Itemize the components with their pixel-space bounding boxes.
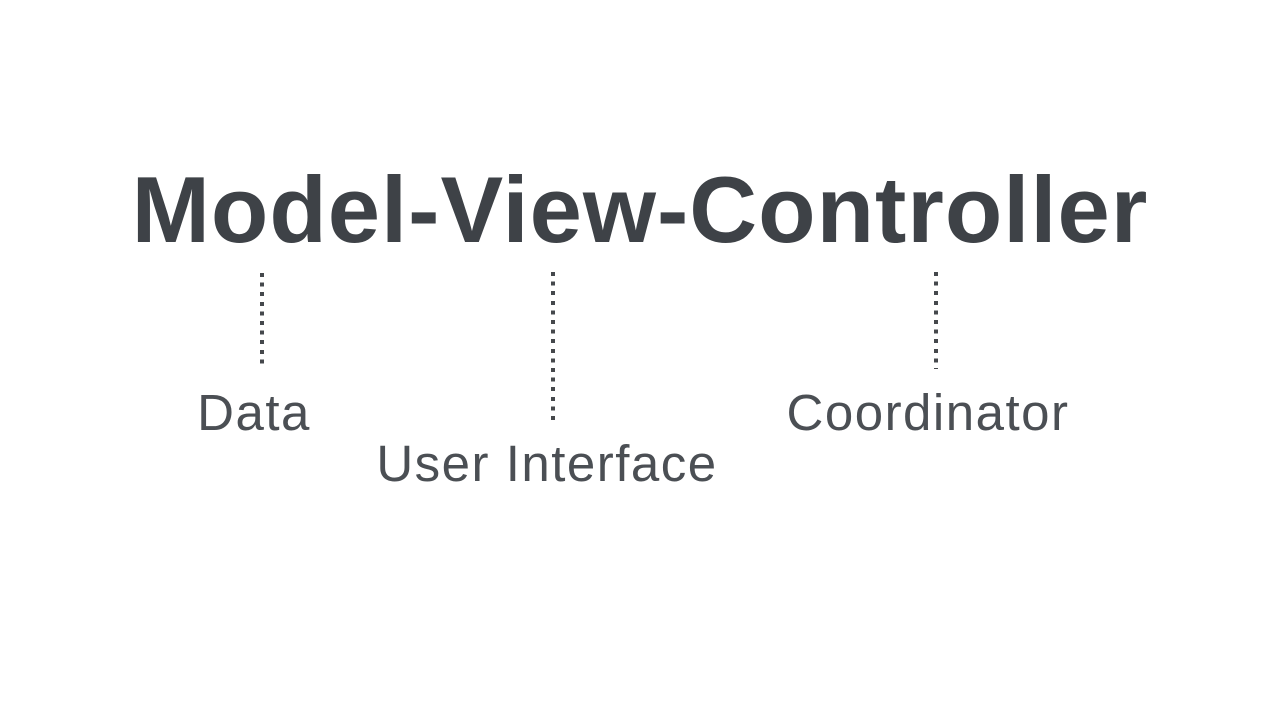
page-title: Model-View-Controller <box>131 157 1149 262</box>
dotted-connector-model <box>260 273 264 368</box>
dotted-connector-view <box>551 272 555 420</box>
label-model-meaning: Data <box>197 384 311 441</box>
dotted-connector-controller <box>934 272 938 369</box>
label-view-meaning: User Interface <box>376 435 718 492</box>
label-controller-meaning: Coordinator <box>786 384 1070 441</box>
